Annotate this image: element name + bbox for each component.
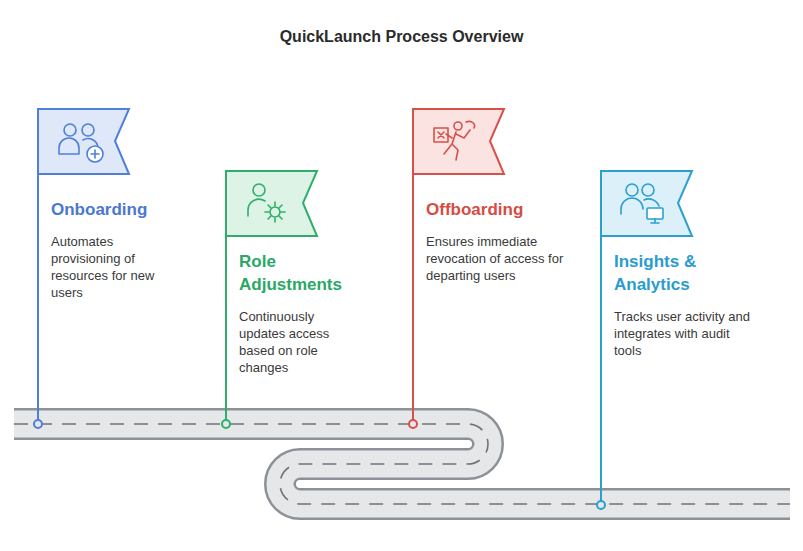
road-centerline bbox=[14, 424, 790, 504]
milestone-flag: OnboardingAutomates provisioning of reso… bbox=[37, 108, 217, 301]
road-edge bbox=[14, 424, 790, 504]
flag-shape bbox=[600, 170, 696, 238]
stage-description: Continuously updates access based on rol… bbox=[239, 308, 357, 376]
milestone-flag: Insights & AnalyticsTracks user activity… bbox=[600, 170, 780, 359]
stage-heading: Role Adjustments bbox=[239, 250, 359, 296]
flag-shape bbox=[225, 170, 321, 238]
pole-dot bbox=[34, 420, 42, 428]
milestone-flag: OffboardingEnsures immediate revocation … bbox=[412, 108, 592, 284]
pole-dot bbox=[409, 420, 417, 428]
flag-shape bbox=[412, 108, 508, 176]
flag-shape bbox=[37, 108, 133, 176]
stage-heading: Insights & Analytics bbox=[614, 250, 734, 296]
pole-dot bbox=[597, 501, 605, 509]
milestone-text: Role AdjustmentsContinuously updates acc… bbox=[225, 170, 405, 376]
road-surface bbox=[14, 424, 790, 504]
stage-description: Tracks user activity and integrates with… bbox=[614, 308, 754, 359]
diagram-title: QuickLaunch Process Overview bbox=[0, 28, 803, 46]
milestone-flag: Role AdjustmentsContinuously updates acc… bbox=[225, 170, 405, 376]
milestone-text: Insights & AnalyticsTracks user activity… bbox=[600, 170, 780, 359]
stage-description: Automates provisioning of resources for … bbox=[51, 233, 173, 301]
milestone-text: OnboardingAutomates provisioning of reso… bbox=[37, 108, 217, 301]
stage-heading: Offboarding bbox=[426, 198, 586, 221]
pole-dot bbox=[222, 420, 230, 428]
stage-description: Ensures immediate revocation of access f… bbox=[426, 233, 571, 284]
milestone-text: OffboardingEnsures immediate revocation … bbox=[412, 108, 592, 284]
stage-heading: Onboarding bbox=[51, 198, 211, 221]
